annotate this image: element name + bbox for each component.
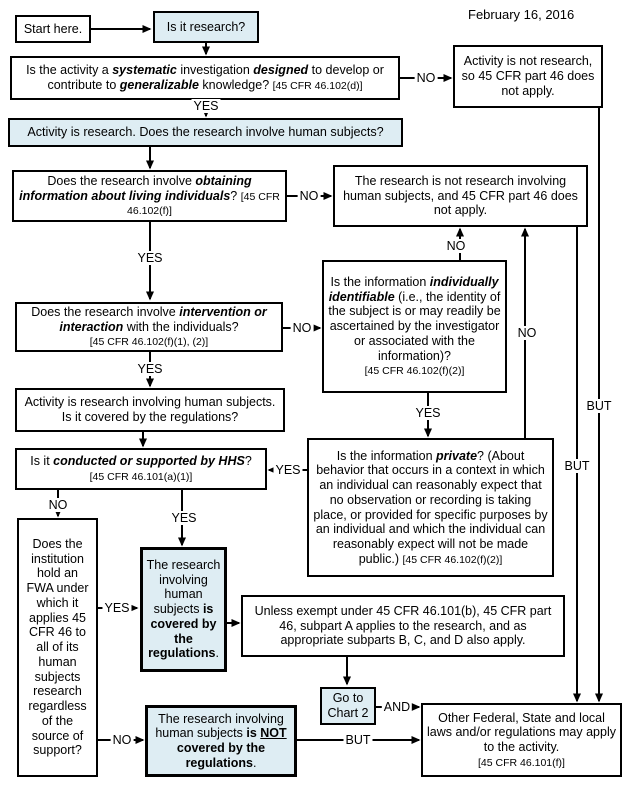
edge-label-no-identifiable: NO bbox=[444, 239, 468, 253]
edge-label-no-systematic: NO bbox=[414, 71, 438, 85]
outcome-not-human-subjects-text: The research is not research involving h… bbox=[343, 173, 578, 218]
edge-label-yes-hhs: YES bbox=[169, 511, 199, 525]
outcome-not-covered-text: The research involving human subjects is… bbox=[155, 711, 287, 770]
outcome-covered-by-regulations: The research involving human subjects is… bbox=[140, 547, 227, 672]
question-hhs-text: Is it conducted or supported by HHS? [45… bbox=[30, 454, 252, 483]
edge-label-yes-intervention: YES bbox=[135, 362, 165, 376]
question-information-private: Is the information private? (About behav… bbox=[307, 438, 554, 577]
edge-label-no-fwa: NO bbox=[110, 733, 134, 747]
statement-activity-is-research-text: Activity is research. Does the research … bbox=[27, 125, 384, 140]
edge-label-no-intervention: NO bbox=[290, 321, 314, 335]
edge-label-yes-private: YES bbox=[273, 463, 303, 477]
edge-label-yes-identifiable: YES bbox=[413, 406, 443, 420]
chart-date: February 16, 2016 bbox=[468, 7, 575, 22]
is-it-research-label: Is it research? bbox=[166, 19, 246, 34]
question-private-text: Is the information private? (About behav… bbox=[313, 448, 548, 566]
edge-label-yes-obtaining: YES bbox=[135, 251, 165, 265]
start-node-label: Start here. bbox=[23, 21, 83, 36]
edge-label-yes-systematic: YES bbox=[191, 99, 221, 113]
statement-activity-is-research: Activity is research. Does the research … bbox=[8, 118, 403, 147]
question-intervention-interaction: Does the research involve intervention o… bbox=[15, 302, 283, 352]
goto-chart2-label: Go to Chart 2 bbox=[327, 691, 369, 720]
statement-unless-exempt: Unless exempt under 45 CFR 46.101(b), 45… bbox=[241, 595, 565, 657]
outcome-not-covered-by-regulations: The research involving human subjects is… bbox=[145, 705, 297, 777]
is-it-research-node: Is it research? bbox=[153, 11, 259, 43]
question-individually-identifiable: Is the information individually identifi… bbox=[322, 260, 507, 393]
statement-research-involving-human-subjects: Activity is research involving human sub… bbox=[15, 388, 285, 432]
question-obtaining-text: Does the research involve obtaining info… bbox=[19, 173, 280, 218]
start-node: Start here. bbox=[15, 15, 91, 43]
edge-label-but-not-human-subjects: BUT bbox=[562, 459, 592, 473]
question-intervention-text: Does the research involve intervention o… bbox=[31, 304, 267, 349]
edge-label-but-not-research: BUT bbox=[584, 399, 614, 413]
edge-label-no-obtaining: NO bbox=[297, 189, 321, 203]
edge-label-and-goto: AND bbox=[381, 700, 413, 714]
question-obtaining-information: Does the research involve obtaining info… bbox=[12, 170, 287, 222]
question-systematic-text: Is the activity a systematic investigati… bbox=[26, 63, 384, 92]
statement-unless-exempt-text: Unless exempt under 45 CFR 46.101(b), 45… bbox=[254, 603, 552, 648]
outcome-not-research-text: Activity is not research, so 45 CFR part… bbox=[461, 54, 595, 98]
outcome-covered-text: The research involving human subjects is… bbox=[146, 557, 221, 661]
question-conducted-supported-hhs: Is it conducted or supported by HHS? [45… bbox=[15, 448, 267, 490]
question-institution-fwa: Does the institution hold an FWA under w… bbox=[17, 518, 98, 777]
outcome-other-laws: Other Federal, State and local laws and/… bbox=[421, 703, 622, 777]
question-identifiable-text: Is the information individually identifi… bbox=[328, 274, 501, 378]
edge-label-yes-fwa: YES bbox=[102, 601, 132, 615]
outcome-not-research: Activity is not research, so 45 CFR part… bbox=[453, 45, 603, 108]
edge-label-but-not-covered: BUT bbox=[343, 733, 373, 747]
question-fwa-text: Does the institution hold an FWA under w… bbox=[26, 536, 89, 758]
edge-label-no-private: NO bbox=[515, 326, 539, 340]
edge-label-no-hhs: NO bbox=[46, 498, 70, 512]
outcome-other-laws-text: Other Federal, State and local laws and/… bbox=[427, 710, 616, 769]
goto-chart2-node: Go to Chart 2 bbox=[320, 687, 376, 725]
outcome-not-human-subjects: The research is not research involving h… bbox=[333, 165, 588, 227]
question-systematic-investigation: Is the activity a systematic investigati… bbox=[10, 56, 400, 100]
statement-research-involving-text: Activity is research involving human sub… bbox=[24, 395, 276, 424]
